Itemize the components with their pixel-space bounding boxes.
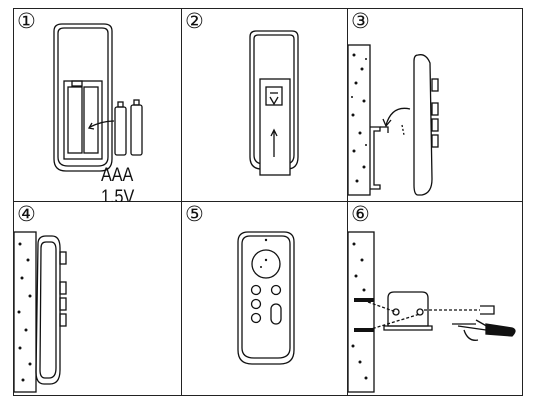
battery-label: AAA 1.5V [101,165,135,203]
step-2-number: ② [185,9,204,33]
step-1-panel: ① AAA 1.5V [13,8,183,203]
hung-remote-illustration [14,231,67,393]
step-6-panel: ⑥ [347,201,523,396]
insert-batteries-illustration [53,23,143,172]
close-cover-illustration [249,30,299,176]
screw-bracket-illustration [348,231,516,393]
step-5-panel: ⑤ [181,201,350,396]
remote-front-illustration [237,231,295,365]
step-3-panel: ③ [347,8,523,203]
mount-bracket-illustration [348,44,439,196]
step-4-number: ④ [17,202,36,226]
step-4-panel: ④ [13,201,183,396]
step-3-number: ③ [351,9,370,33]
step-5-number: ⑤ [185,202,204,226]
step-1-number: ① [17,9,36,33]
step-6-number: ⑥ [351,202,370,226]
step-2-panel: ② [181,8,350,203]
